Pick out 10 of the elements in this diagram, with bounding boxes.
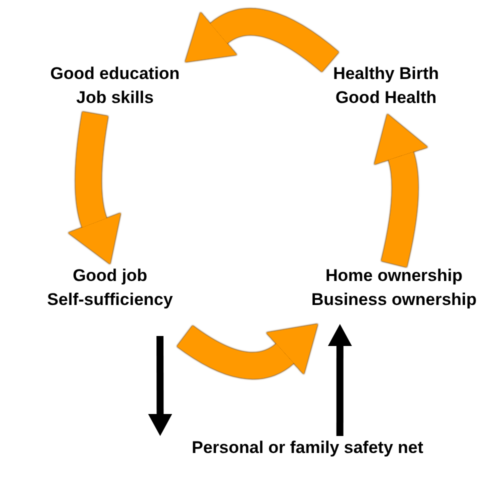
curved-arrow bbox=[183, 8, 338, 72]
curved-arrow bbox=[68, 112, 122, 265]
node-label: Good education Job skills bbox=[49, 63, 181, 109]
arrow bbox=[328, 324, 352, 436]
curved-arrow bbox=[177, 325, 320, 379]
node-label: Healthy Birth Good Health bbox=[332, 63, 440, 109]
node-label: Personal or family safety net bbox=[192, 437, 424, 459]
node-label: Home ownership Business ownership bbox=[310, 265, 478, 311]
arrow bbox=[148, 336, 172, 436]
node-label: Good job Self-sufficiency bbox=[46, 265, 174, 311]
